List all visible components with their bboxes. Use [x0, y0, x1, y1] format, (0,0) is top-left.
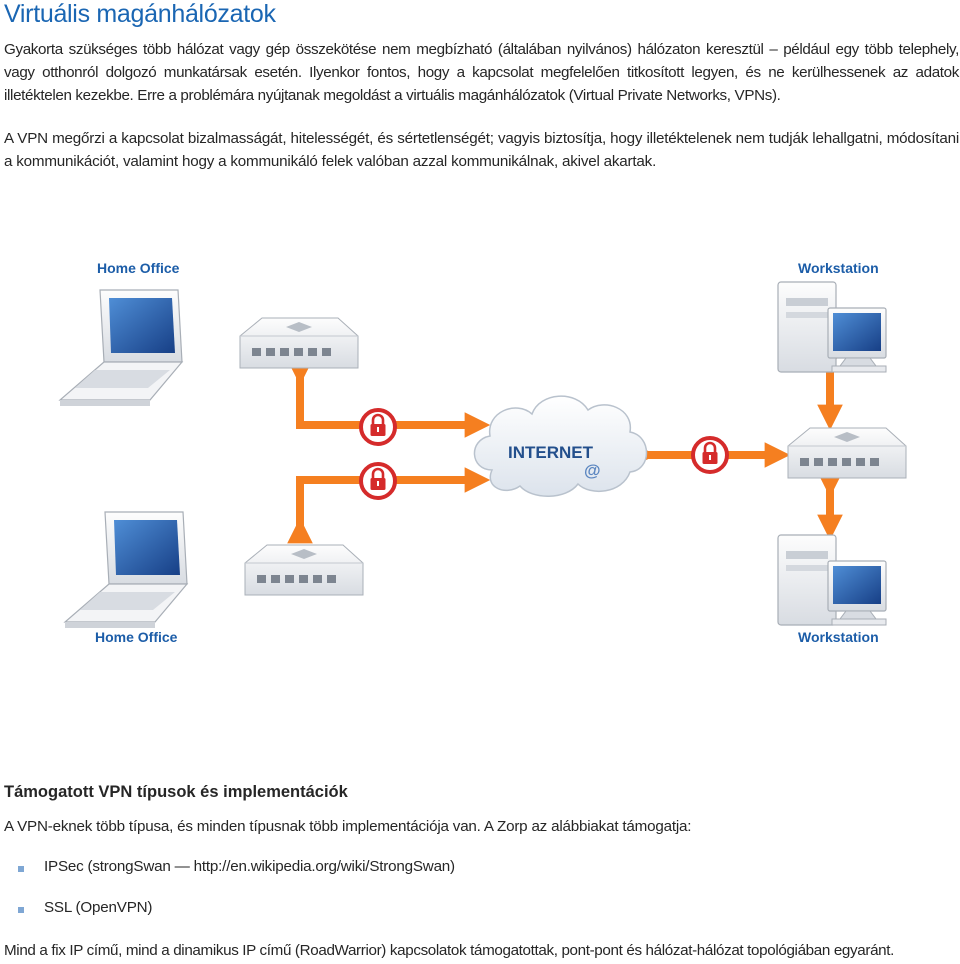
- internet-label: INTERNET: [508, 443, 594, 462]
- workstation-label-top: Workstation: [798, 260, 879, 276]
- arrow-top-home-to-internet: [287, 359, 491, 438]
- workstation-icon-bottom: [777, 534, 887, 626]
- workstation-label-bottom: Workstation: [798, 629, 879, 645]
- home-office-label-bottom: Home Office: [95, 629, 178, 645]
- vpn-description-paragraph: A VPN megőrzi a kapcsolat bizalmasságát,…: [4, 130, 959, 170]
- lock-icon-bottom: [359, 462, 397, 500]
- list-item-ipsec: IPSec (strongSwan — http://en.wikipedia.…: [44, 858, 455, 875]
- section-heading: Támogatott VPN típusok és implementációk: [4, 783, 348, 801]
- arrow-bottom-home-to-internet: [287, 467, 491, 544]
- bullet-marker: [18, 866, 24, 872]
- home-office-label-top: Home Office: [97, 260, 180, 276]
- at-symbol: @: [584, 461, 601, 480]
- lock-icon-top: [359, 408, 397, 446]
- bullet-marker: [18, 907, 24, 913]
- lock-icon-right: [691, 436, 729, 474]
- types-intro-text: A VPN-eknek több típusa, és minden típus…: [4, 818, 692, 835]
- laptop-icon-bottom: [64, 511, 188, 629]
- router-icon-top-left: [239, 317, 359, 369]
- list-item-ssl: SSL (OpenVPN): [44, 899, 153, 916]
- router-icon-right: [787, 427, 907, 479]
- laptop-icon-top: [59, 289, 183, 407]
- connection-support-text: Mind a fix IP című, mind a dinamikus IP …: [4, 942, 895, 959]
- vpn-network-diagram: Home Office Home Office Workstation Work…: [59, 260, 907, 645]
- intro-paragraph: Gyakorta szükséges több hálózat vagy gép…: [4, 41, 959, 104]
- router-icon-bottom-left: [244, 544, 364, 596]
- internet-cloud-icon: INTERNET @: [473, 395, 648, 497]
- workstation-icon-top: [777, 281, 887, 373]
- page-title: Virtuális magánhálózatok: [4, 0, 276, 28]
